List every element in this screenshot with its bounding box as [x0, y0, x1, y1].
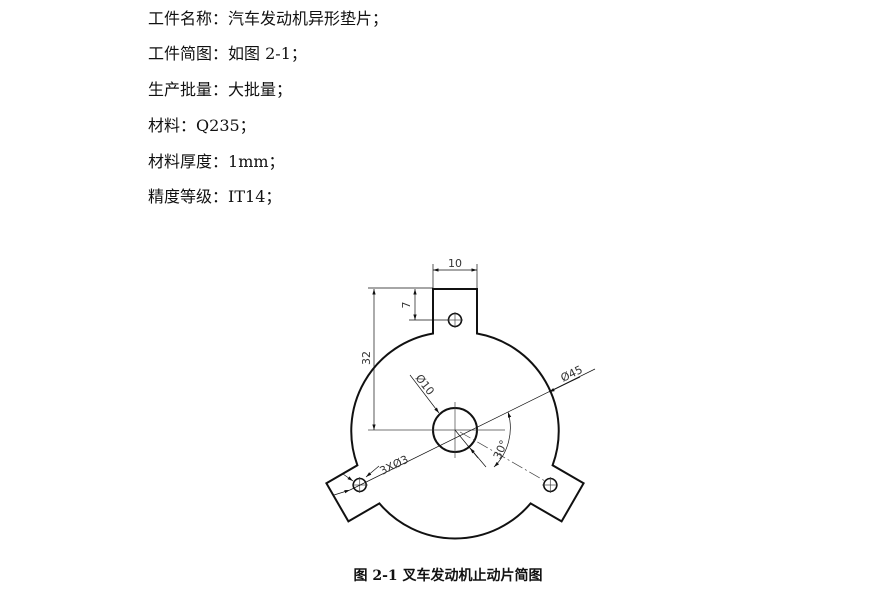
spec-value: 1mm； — [228, 152, 285, 171]
spec-part-sketch: 工件简图：如图 2-1； — [148, 44, 307, 64]
spec-label: 精度等级： — [148, 187, 229, 206]
spec-value: 大批量； — [228, 80, 293, 99]
dim-label-7: 7 — [400, 302, 413, 309]
dim-label-10: 10 — [448, 257, 462, 270]
dim-outer-diameter — [349, 368, 596, 491]
spec-material: 材料：Q235； — [148, 116, 256, 136]
spec-label: 工件简图： — [148, 44, 229, 63]
dim-angle-arc — [493, 411, 512, 468]
spec-batch: 生产批量：大批量； — [148, 80, 292, 100]
spec-precision: 精度等级：IT14； — [148, 187, 281, 207]
dim-tab-width — [432, 264, 478, 288]
dim-label-30deg: 30° — [491, 438, 511, 461]
figure-caption: 图 2-1 叉车发动机止动片简图 — [353, 568, 543, 584]
dim-small-holes — [333, 465, 380, 496]
dim-label-d10: Ø10 — [413, 372, 437, 398]
spec-label: 材料厚度： — [148, 152, 229, 171]
spec-part-name: 工件名称：汽车发动机异形垫片； — [148, 9, 388, 29]
dim-center-hole — [409, 374, 487, 468]
spec-label: 生产批量： — [148, 80, 229, 99]
dim-hole-offset — [409, 289, 448, 321]
spec-label: 材料： — [148, 116, 197, 135]
dim-tab-height — [368, 287, 433, 430]
spec-value: Q235； — [196, 116, 256, 135]
dim-label-32: 32 — [360, 351, 373, 365]
spec-value: 如图 2-1； — [228, 44, 307, 63]
dim-label-d45: Ø45 — [559, 363, 585, 385]
spec-label: 工件名称： — [148, 9, 229, 28]
dim-label-3xd3: 3XØ3 — [378, 453, 411, 478]
spec-value: IT14； — [228, 187, 282, 206]
spec-thickness: 材料厚度：1mm； — [148, 152, 285, 172]
gasket-drawing: 10 7 32 Ø10 Ø45 3XØ3 30° — [325, 257, 596, 540]
spec-value: 汽车发动机异形垫片； — [228, 9, 389, 28]
